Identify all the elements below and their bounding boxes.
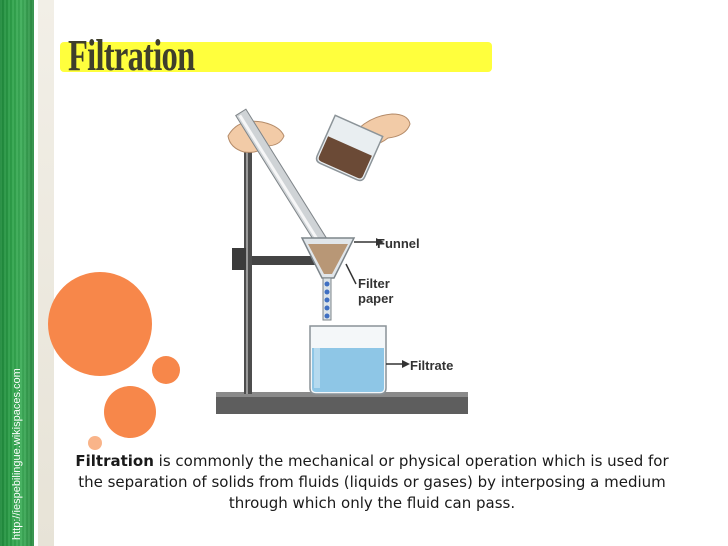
left-green-strip: http://iespebilingue.wikispaces.com: [0, 0, 34, 546]
title-highlight: [60, 42, 492, 72]
definition-paragraph: Filtration is commonly the mechanical or…: [62, 451, 682, 514]
left-beige-bar: [38, 0, 54, 546]
decor-circle-medium: [104, 386, 156, 438]
source-credit: http://iespebilingue.wikispaces.com: [11, 368, 23, 540]
clamp-arm: [252, 256, 316, 265]
label-filter-line1: Filter: [358, 276, 390, 291]
filter-pointer: [345, 263, 357, 285]
filtrate-drops: [324, 281, 330, 319]
stand-base: [216, 392, 468, 414]
definition-term: Filtration: [75, 452, 154, 470]
pouring-beaker: [315, 114, 384, 182]
filter-paper: [308, 244, 348, 274]
label-filtrate: Filtrate: [410, 358, 454, 373]
decor-circle-small: [152, 356, 180, 384]
slide-title: Filtration: [68, 31, 195, 80]
strip-texture: [0, 0, 34, 546]
filtration-apparatus-illustration: [216, 108, 468, 414]
label-funnel: Funnel: [377, 236, 420, 251]
clamp-knob: [232, 248, 246, 270]
label-filter-paper: Filter paper: [358, 276, 418, 306]
label-filter-line2: paper: [358, 291, 394, 306]
definition-text: is commonly the mechanical or physical o…: [78, 452, 669, 512]
decor-circle-tiny: [88, 436, 102, 450]
beaker-liquid: [312, 348, 384, 392]
decor-circle-large: [48, 272, 152, 376]
